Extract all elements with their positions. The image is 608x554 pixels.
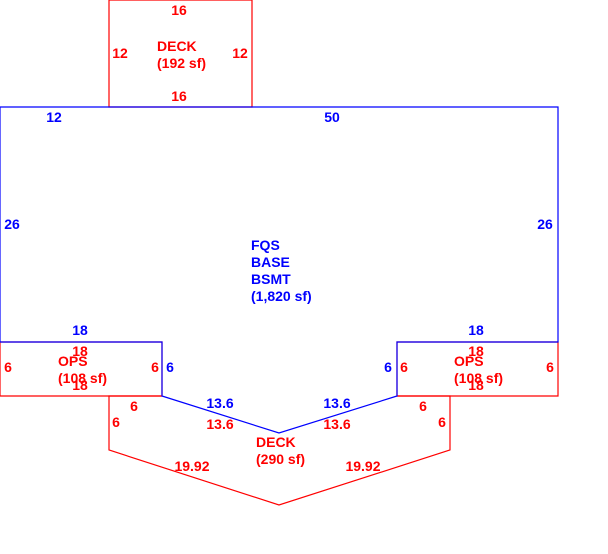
deck-bottom-outline: [108, 395, 451, 506]
ops-right-size: (108 sf): [454, 370, 503, 386]
deck-bottom-dim-outer-right: 19.92: [345, 458, 380, 474]
ops-right-dim-left: 6: [400, 359, 408, 375]
base-dim-top-right: 50: [324, 109, 340, 125]
ops-left-area-label: OPS (108 sf): [58, 353, 107, 386]
base-dim-left: 26: [4, 216, 20, 232]
ops-left-dim-bottom: 18: [72, 377, 88, 393]
ops-right-name: OPS: [454, 353, 484, 369]
deck-bottom-dim-outer-left: 19.92: [174, 458, 209, 474]
base-dim-bottom-left: 18: [72, 322, 88, 338]
deck-bottom-dim-ledge-left: 6: [130, 398, 138, 414]
deck-top-dim-right: 12: [232, 45, 248, 61]
base-dim-bottom-right: 18: [468, 322, 484, 338]
ops-left-dim-right: 6: [151, 359, 159, 375]
base-area-label: FQS BASE BSMT (1,820 sf): [251, 237, 312, 304]
ops-right-dim-right: 6: [546, 359, 554, 375]
base-dim-top-left: 12: [46, 109, 62, 125]
deck-bottom-dim-side-right: 6: [438, 414, 446, 430]
ops-left-name: OPS: [58, 353, 88, 369]
deck-top-dim-left: 12: [112, 45, 128, 61]
ops-left-dim-left: 6: [4, 359, 12, 375]
base-name-2: BASE: [251, 254, 290, 270]
deck-bottom-dim-inner-left: 13.6: [206, 416, 233, 432]
base-dim-diag-left: 13.6: [206, 395, 233, 411]
ops-left-size: (108 sf): [58, 370, 107, 386]
deck-top-dim-bottom: 16: [171, 88, 187, 104]
deck-top-area-label: DECK (192 sf): [157, 38, 206, 71]
deck-bottom-area-label: DECK (290 sf): [256, 434, 305, 467]
deck-bottom-dim-ledge-right: 6: [419, 398, 427, 414]
base-dim-diag-right: 13.6: [323, 395, 350, 411]
ops-right-area-label: OPS (108 sf): [454, 353, 503, 386]
base-name-3: BSMT: [251, 271, 291, 287]
base-dim-inner-left: 6: [166, 359, 174, 375]
deck-bottom-size: (290 sf): [256, 451, 305, 467]
deck-bottom-name: DECK: [256, 434, 296, 450]
deck-top-name: DECK: [157, 38, 197, 54]
deck-top-dim-top: 16: [171, 2, 187, 18]
ops-left-dim-top: 18: [72, 343, 88, 359]
base-size: (1,820 sf): [251, 288, 312, 304]
base-name-1: FQS: [251, 237, 280, 253]
deck-top-size: (192 sf): [157, 55, 206, 71]
base-outline: [0, 106, 559, 434]
base-dim-inner-right: 6: [384, 359, 392, 375]
deck-bottom-dim-side-left: 6: [112, 414, 120, 430]
base-dim-right: 26: [537, 216, 553, 232]
ops-right-dim-top: 18: [468, 343, 484, 359]
ops-right-dim-bottom: 18: [468, 377, 484, 393]
deck-bottom-dim-inner-right: 13.6: [323, 416, 350, 432]
